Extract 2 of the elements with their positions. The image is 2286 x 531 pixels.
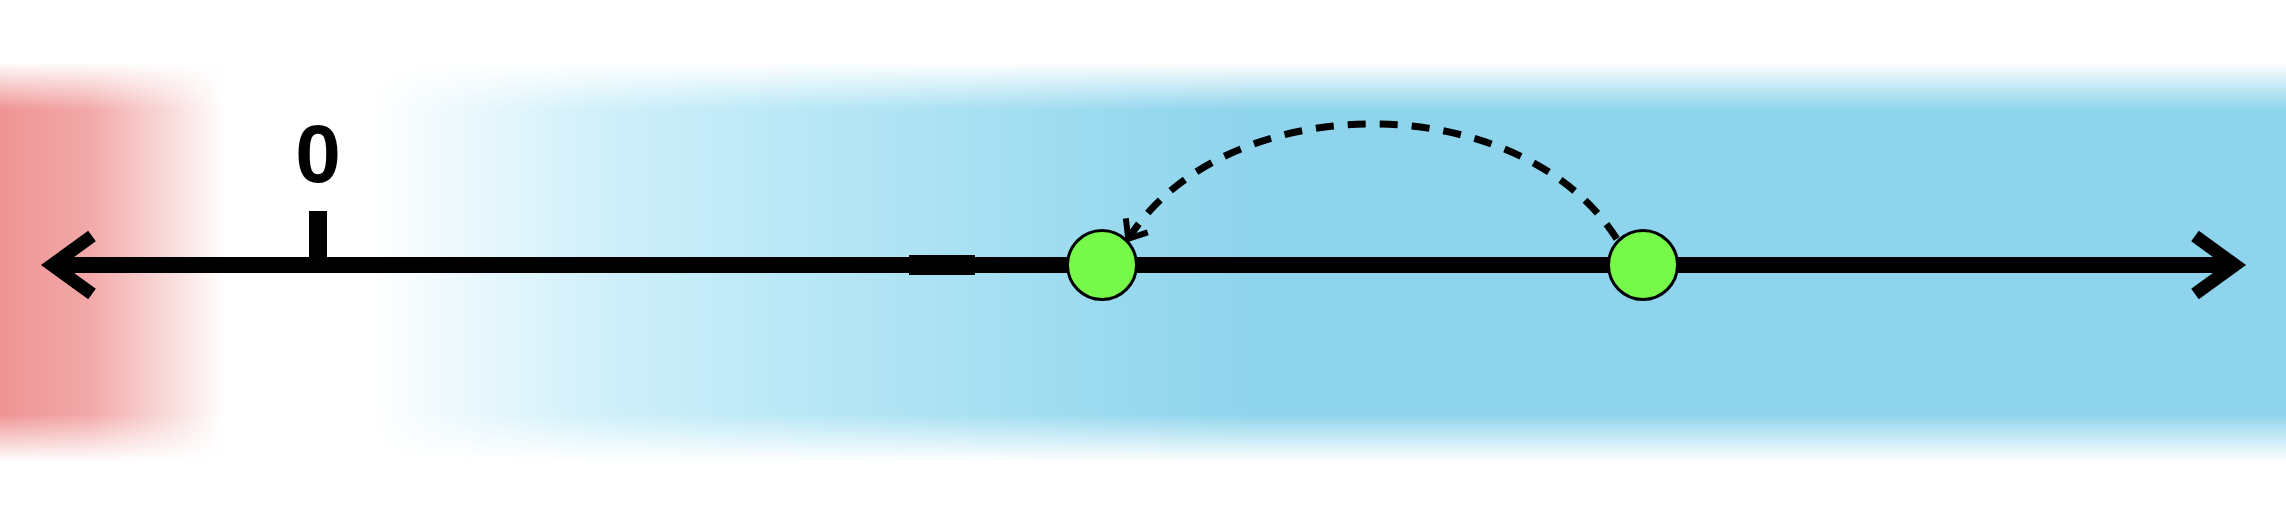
jump-arrow [1125,120,1620,242]
tick-label: 0 [295,113,341,195]
